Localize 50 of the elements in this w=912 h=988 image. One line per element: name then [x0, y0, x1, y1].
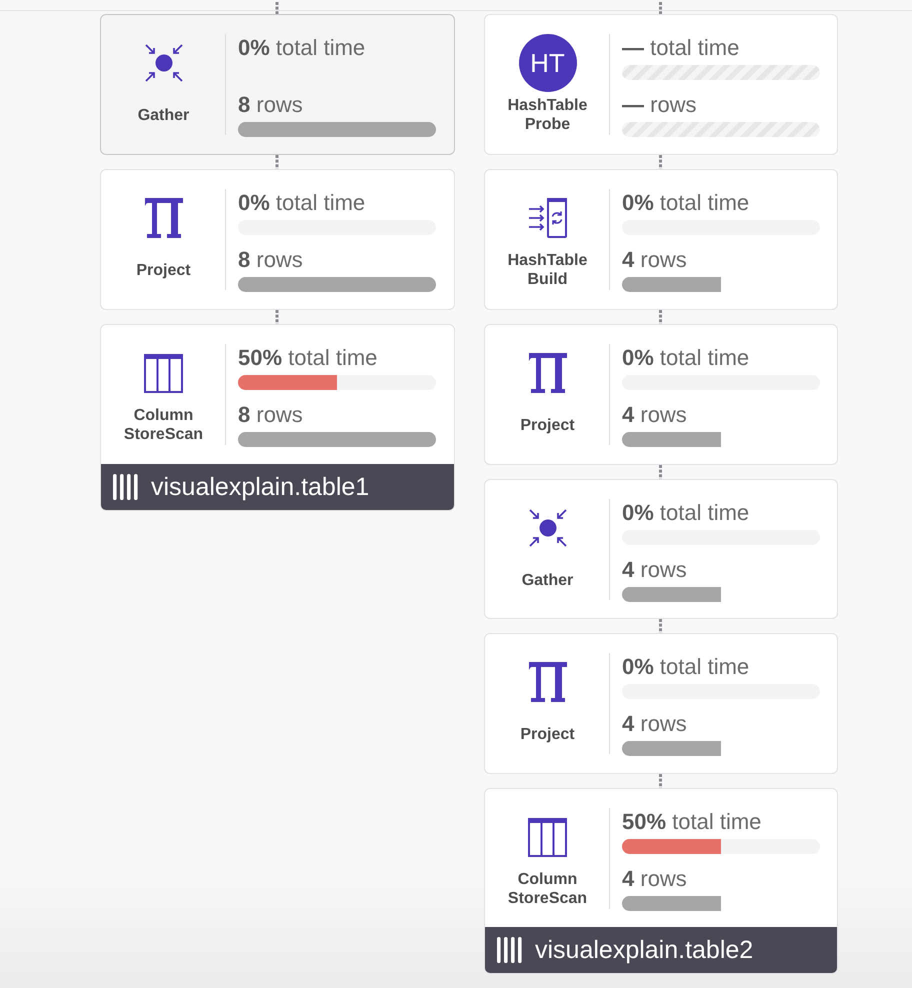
total-time-label: 0% total time — [622, 500, 750, 526]
operator-card — [100, 324, 455, 511]
connector-line — [659, 310, 662, 324]
connector-line — [659, 774, 662, 788]
operator-card — [484, 324, 838, 465]
row-count-label: 8 rows — [238, 92, 303, 118]
total-time-label: 0% total time — [622, 345, 750, 371]
row-count-label: 4 rows — [622, 711, 687, 737]
row-count-label: 4 rows — [622, 247, 687, 273]
total-time-label: 0% total time — [238, 190, 366, 216]
operator-name: Project — [136, 260, 191, 280]
connector-line — [276, 2, 278, 14]
operator-name: HashTable Build — [506, 251, 588, 289]
operator-name: HashTable Probe — [506, 96, 588, 134]
table-name-bar — [485, 927, 837, 973]
total-time-label: 0% total time — [622, 654, 750, 680]
operator-card — [100, 169, 455, 310]
row-count-label: 8 rows — [238, 247, 303, 273]
table-name: visualexplain.table1 — [151, 472, 370, 502]
operator-name: Column StoreScan — [122, 406, 204, 444]
row-count-label: 4 rows — [622, 557, 687, 583]
operator-name: Gather — [522, 570, 574, 590]
row-count-label: 4 rows — [622, 402, 687, 428]
operator-card — [100, 14, 455, 155]
connector-line — [276, 155, 278, 169]
table-name-bar — [101, 464, 454, 510]
connector-line — [659, 619, 662, 633]
total-time-label: 0% total time — [622, 190, 750, 216]
row-count-label: — rows — [622, 92, 697, 118]
row-count-label: 4 rows — [622, 866, 687, 892]
table-name: visualexplain.table2 — [535, 935, 754, 965]
operator-card — [484, 788, 838, 974]
total-time-label: 50% total time — [622, 809, 762, 835]
operator-name: Project — [520, 416, 575, 434]
initials-circle: HT — [518, 34, 576, 92]
row-count-label: 8 rows — [238, 402, 303, 428]
connector-line — [659, 155, 662, 169]
total-time-label: 0% total time — [238, 35, 366, 61]
operator-card — [484, 479, 838, 619]
connector-line — [659, 2, 662, 14]
total-time-label: — total time — [622, 35, 740, 61]
operator-name: Gather — [138, 106, 190, 124]
total-time-label: 50% total time — [238, 345, 378, 371]
operator-card — [484, 633, 838, 774]
operator-card — [484, 14, 838, 155]
operator-card — [484, 169, 838, 310]
operator-name: Project — [520, 724, 575, 744]
connector-line — [276, 310, 278, 324]
connector-line — [659, 465, 662, 479]
operator-name: Column StoreScan — [506, 870, 588, 908]
